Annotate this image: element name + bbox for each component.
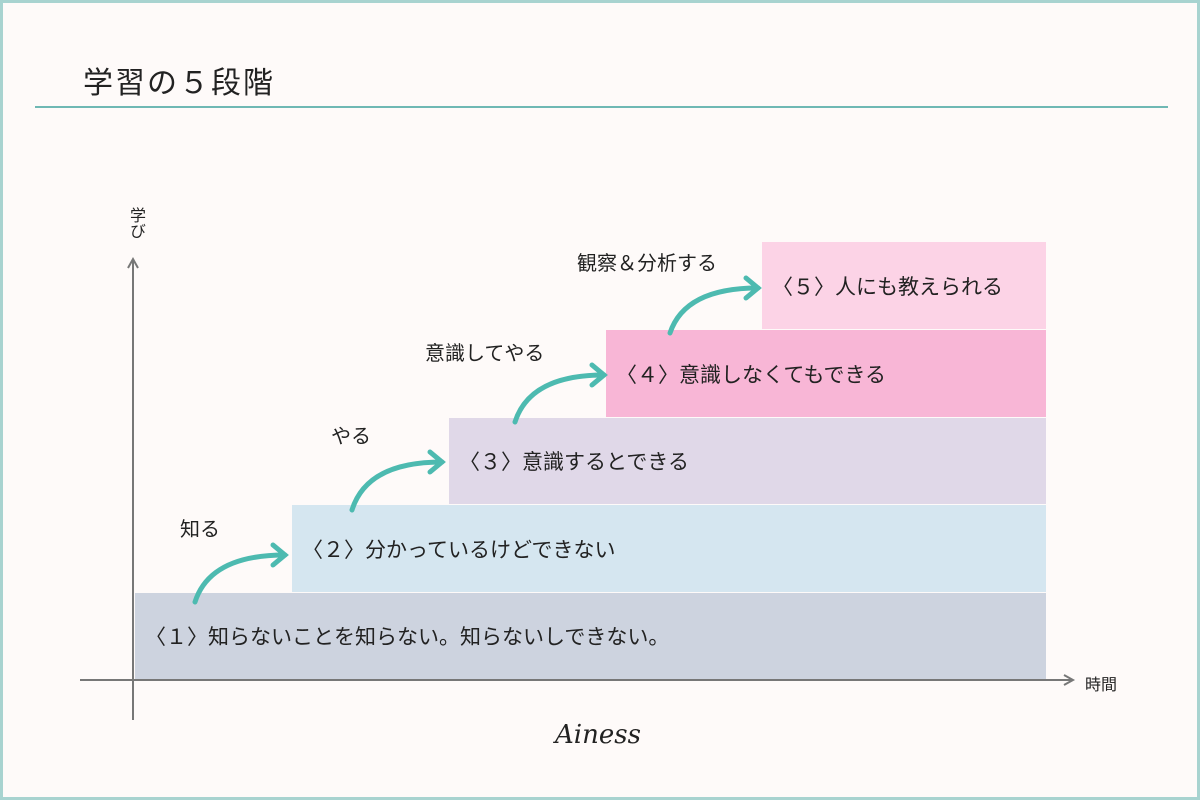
- transition-label-3: 意識してやる: [425, 341, 545, 365]
- step-5: 〈５〉人にも教えられる: [762, 242, 1046, 329]
- step-1-label: 〈１〉知らないことを知らない。知らないしできない。: [145, 625, 670, 649]
- step-2-label: 〈２〉分かっているけどできない: [302, 537, 616, 562]
- transition-arrowhead-3: [589, 362, 608, 388]
- y-axis-arrowhead: [127, 256, 139, 269]
- step-2: 〈２〉分かっているけどできない: [292, 505, 1046, 592]
- transition-arrow-2: [349, 459, 445, 513]
- title-divider: [35, 106, 1168, 108]
- transition-label-2: やる: [331, 424, 371, 448]
- transition-arrowhead-2: [427, 449, 446, 475]
- transition-arrowhead-1: [270, 542, 289, 568]
- ainess-logo: Ainess: [555, 720, 641, 750]
- step-5-label: 〈５〉人にも教えられる: [772, 274, 1003, 299]
- transition-label-1: 知る: [180, 517, 220, 541]
- transition-arrowhead-4: [743, 275, 762, 301]
- step-4: 〈４〉意識しなくてもできる: [606, 330, 1046, 417]
- x-axis-arrowhead: [1063, 674, 1076, 686]
- transition-arrow-4: [667, 285, 761, 336]
- step-3-label: 〈３〉意識するとできる: [459, 450, 689, 474]
- page-title: 学習の５段階: [83, 66, 275, 101]
- step-3: 〈３〉意識するとできる: [449, 418, 1046, 504]
- transition-label-4: 観察＆分析する: [577, 251, 717, 275]
- step-4-label: 〈４〉意識しなくてもできる: [616, 362, 887, 387]
- transition-arrow-3: [512, 372, 607, 425]
- transition-arrow-1: [192, 552, 288, 605]
- x-axis-label: 時間: [1085, 675, 1118, 694]
- step-1: 〈１〉知らないことを知らない。知らないしできない。: [135, 593, 1046, 679]
- y-axis-label: 学び: [127, 207, 146, 239]
